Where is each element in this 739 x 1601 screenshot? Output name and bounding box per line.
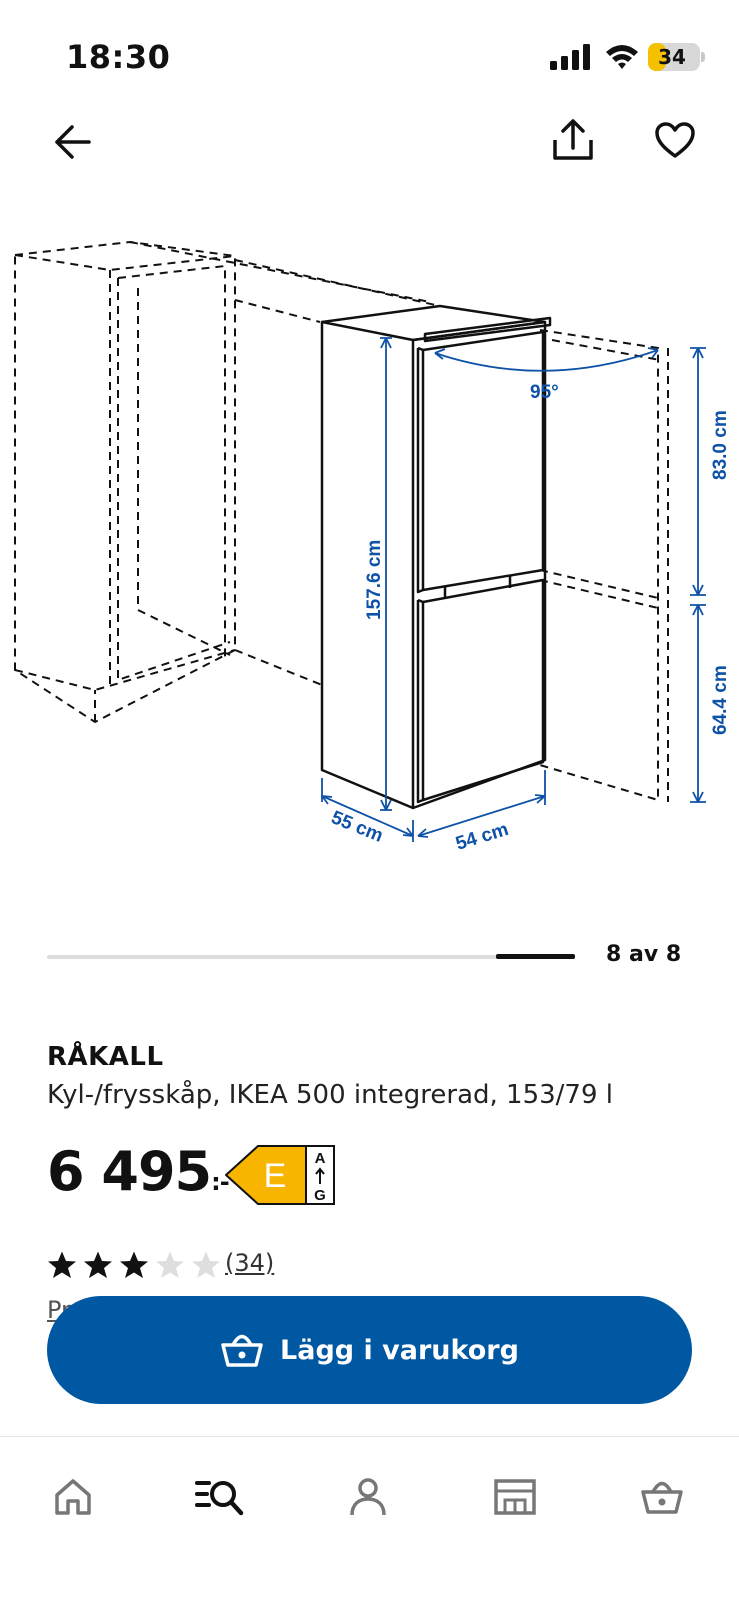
energy-label-icon[interactable]: E A G	[224, 1144, 336, 1206]
star-filled-icon	[120, 1251, 148, 1278]
favorite-button[interactable]	[647, 112, 703, 168]
rating-stars[interactable]	[47, 1250, 221, 1280]
star-empty-icon	[192, 1251, 220, 1278]
slide-counter: 8 av 8	[606, 942, 682, 967]
bottom-navigation	[0, 1436, 739, 1601]
energy-scale-bottom: G	[314, 1187, 326, 1204]
nav-home[interactable]	[43, 1467, 103, 1527]
carousel-progress	[47, 954, 575, 959]
search-icon	[195, 1481, 244, 1516]
height-lower-label: 64.4 cm	[710, 665, 731, 735]
depth-label: 55 cm	[328, 807, 386, 847]
width-label: 54 cm	[453, 819, 511, 855]
review-count-link[interactable]: (34)	[225, 1249, 275, 1277]
battery-percent: 34	[658, 45, 686, 69]
nav-cart[interactable]	[632, 1467, 692, 1527]
price-suffix: :-	[211, 1168, 230, 1196]
product-name: RÅKALL	[47, 1042, 164, 1072]
angle-label: 95°	[530, 382, 559, 403]
price-value: 6 495	[47, 1140, 212, 1203]
signal-icon	[550, 44, 590, 70]
nav-search[interactable]	[190, 1467, 250, 1527]
store-icon	[494, 1479, 536, 1515]
carousel-progress-fill	[495, 954, 575, 959]
heart-icon	[655, 122, 695, 158]
share-button[interactable]	[545, 112, 601, 168]
height-total-label: 157.6 cm	[364, 540, 385, 620]
product-price: 6 495:-	[47, 1140, 230, 1203]
add-to-cart-label: Lägg i varukorg	[280, 1334, 519, 1366]
basket-icon	[221, 1334, 263, 1367]
nav-stores[interactable]	[485, 1467, 545, 1527]
add-to-cart-button[interactable]: Lägg i varukorg	[47, 1296, 692, 1404]
star-filled-icon	[48, 1251, 76, 1278]
star-empty-icon	[156, 1251, 184, 1278]
cart-icon	[641, 1481, 683, 1514]
energy-class: E	[264, 1157, 287, 1195]
product-dimension-drawing[interactable]: 95° 157.6 cm 83.0 cm 64.4 cm 55 cm 54 cm	[0, 230, 739, 890]
arrow-left-icon	[55, 125, 91, 159]
share-icon	[553, 119, 593, 160]
home-icon	[55, 1479, 91, 1515]
energy-scale-top: A	[315, 1150, 326, 1167]
profile-icon	[350, 1478, 386, 1516]
height-upper-label: 83.0 cm	[710, 410, 731, 480]
battery-level	[648, 43, 666, 71]
nav-profile[interactable]	[338, 1467, 398, 1527]
battery-icon: 34	[648, 43, 705, 71]
wifi-icon	[606, 45, 638, 69]
status-time: 18:30	[66, 38, 171, 76]
back-button[interactable]	[44, 114, 100, 170]
star-filled-icon	[84, 1251, 112, 1278]
product-description: Kyl-/frysskåp, IKEA 500 integrerad, 153/…	[47, 1080, 614, 1110]
